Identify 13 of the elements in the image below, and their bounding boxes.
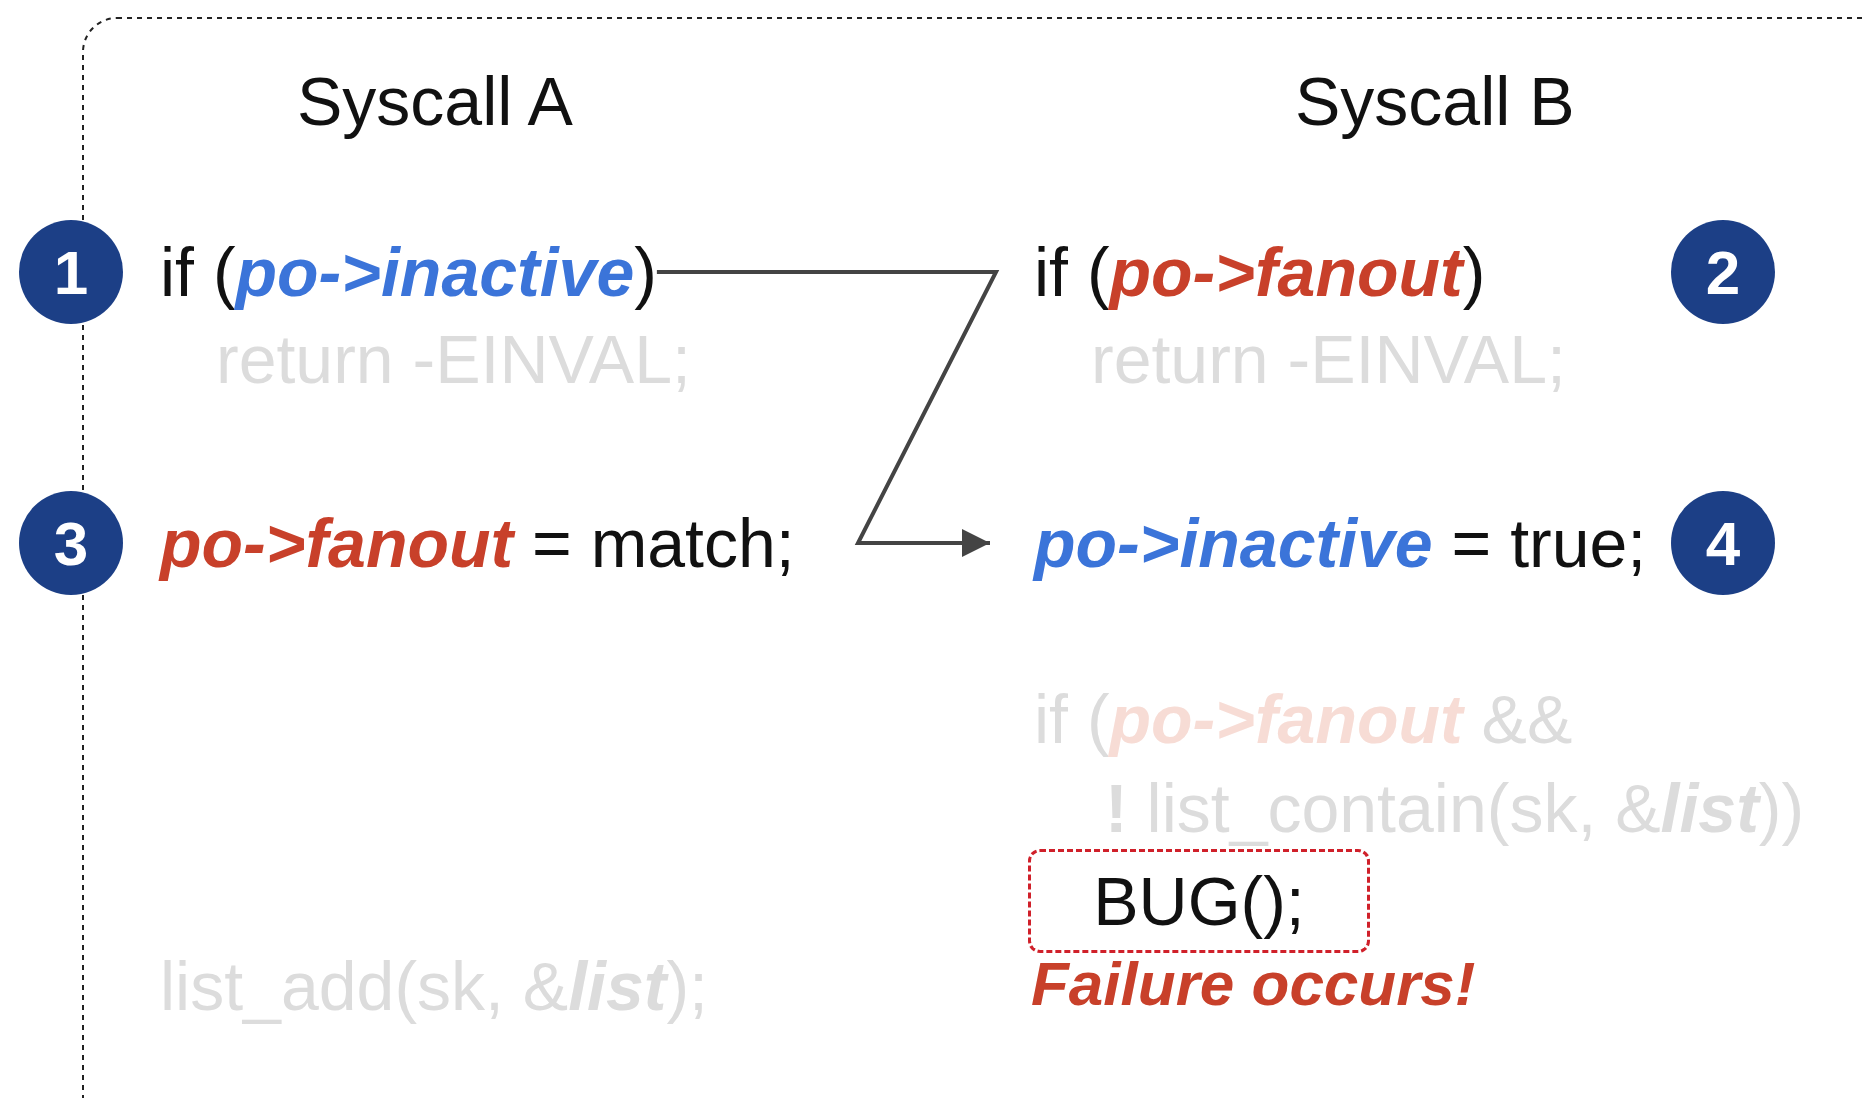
failure-note: Failure occurs! [1031, 948, 1476, 1020]
step-number-circle: 1 [19, 220, 123, 324]
column-heading: Syscall A [297, 61, 573, 141]
code-line: if (po->inactive) [160, 232, 657, 312]
code-line: if (po->fanout) [1034, 232, 1486, 312]
code-line: po->inactive = true; [990, 503, 1647, 583]
step-number-circle: 2 [1671, 220, 1775, 324]
column-heading: Syscall B [1295, 61, 1575, 141]
step-number-circle: 3 [19, 491, 123, 595]
code-line: po->fanout = match; [160, 503, 795, 583]
step-number-circle: 4 [1671, 491, 1775, 595]
code-line: BUG(); [1093, 861, 1305, 941]
arrow [656, 270, 1000, 557]
